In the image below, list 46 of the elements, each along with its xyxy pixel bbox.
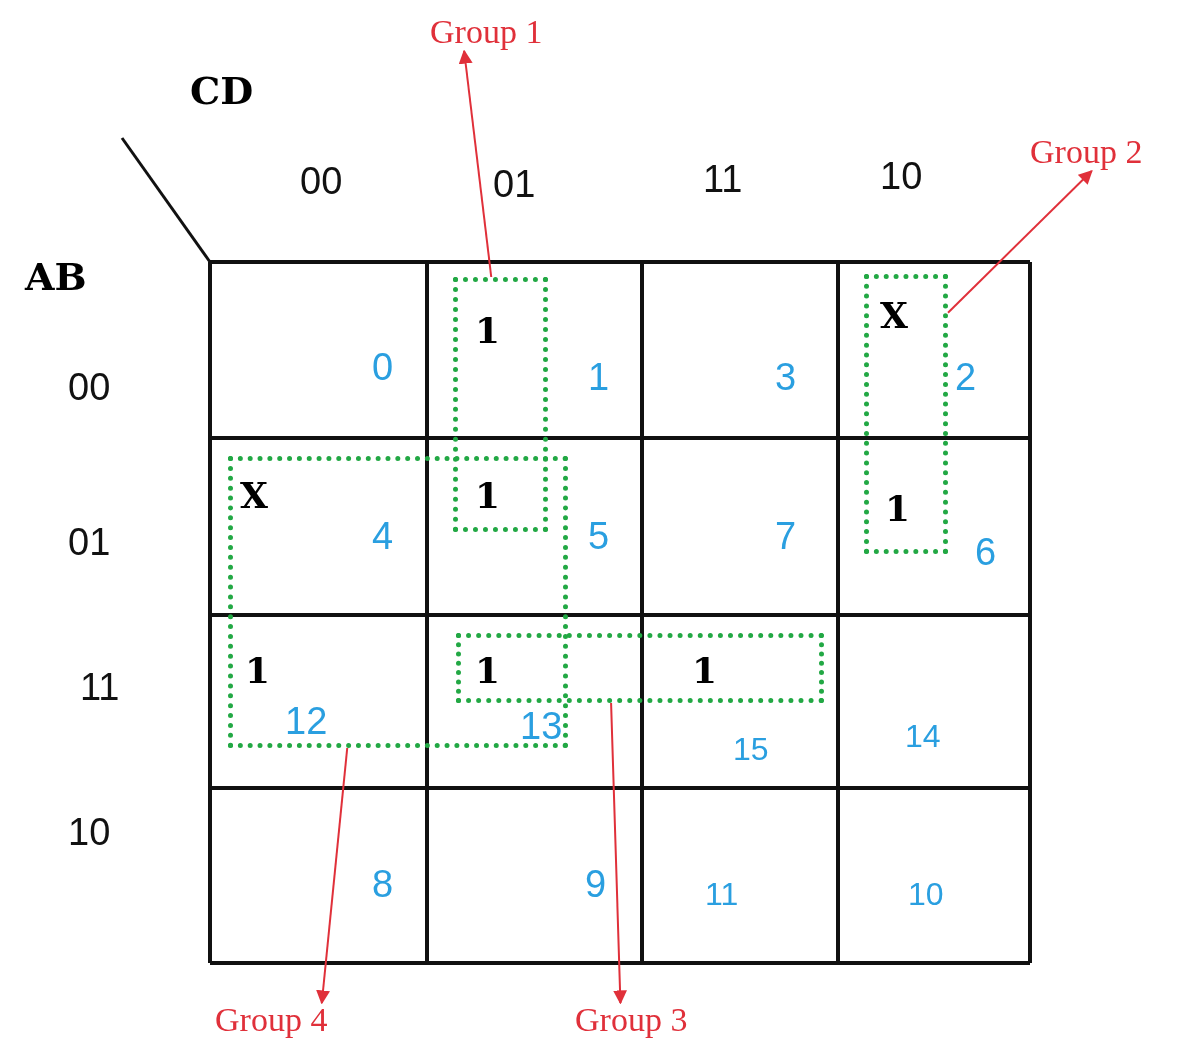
cell-number: 12 [285,702,328,740]
row-header: 00 [68,368,111,406]
cell-number: 6 [975,533,997,571]
cell-number: 8 [372,865,394,903]
cell-value: 1 [475,477,501,513]
cell-number: 15 [733,733,769,765]
axis-label: AB [25,258,87,296]
cell-value: 1 [692,652,718,688]
column-header: 00 [300,162,343,200]
leader-line [458,49,493,278]
cell-number: 9 [585,865,607,903]
cell-value: 1 [245,652,271,688]
cell-value: 1 [475,652,501,688]
column-header: 10 [880,157,923,195]
cell-number: 4 [372,517,394,555]
column-header: 01 [493,165,536,203]
group-outline [453,277,548,532]
row-header: 10 [68,813,111,851]
cell-value: X [240,477,268,513]
cell-number: 14 [905,720,941,752]
row-header: 11 [80,668,120,706]
axis-label: CD [190,72,254,110]
group-outline [228,456,568,748]
cell-number: 13 [520,707,563,745]
group-outline [456,633,824,703]
cell-number: 0 [372,348,394,386]
cell-value: 1 [475,312,501,348]
cell-number: 11 [705,878,739,910]
cell-number: 3 [775,358,797,396]
group-label: Group 4 [215,1003,328,1037]
cell-value: X [880,297,908,333]
row-header: 01 [68,523,111,561]
cell-number: 5 [588,517,610,555]
group-label: Group 2 [1030,135,1143,169]
cell-number: 7 [775,517,797,555]
group-outline [864,274,948,554]
leader-line [947,170,1093,314]
group-label: Group 3 [575,1003,688,1037]
cell-number: 10 [908,878,944,910]
column-header: 11 [703,160,743,198]
cell-value: 1 [885,490,911,526]
group-label: Group 1 [430,15,543,49]
cell-number: 2 [955,358,977,396]
leader-line [316,747,349,1005]
leader-line [610,702,628,1005]
cell-number: 1 [588,358,610,396]
